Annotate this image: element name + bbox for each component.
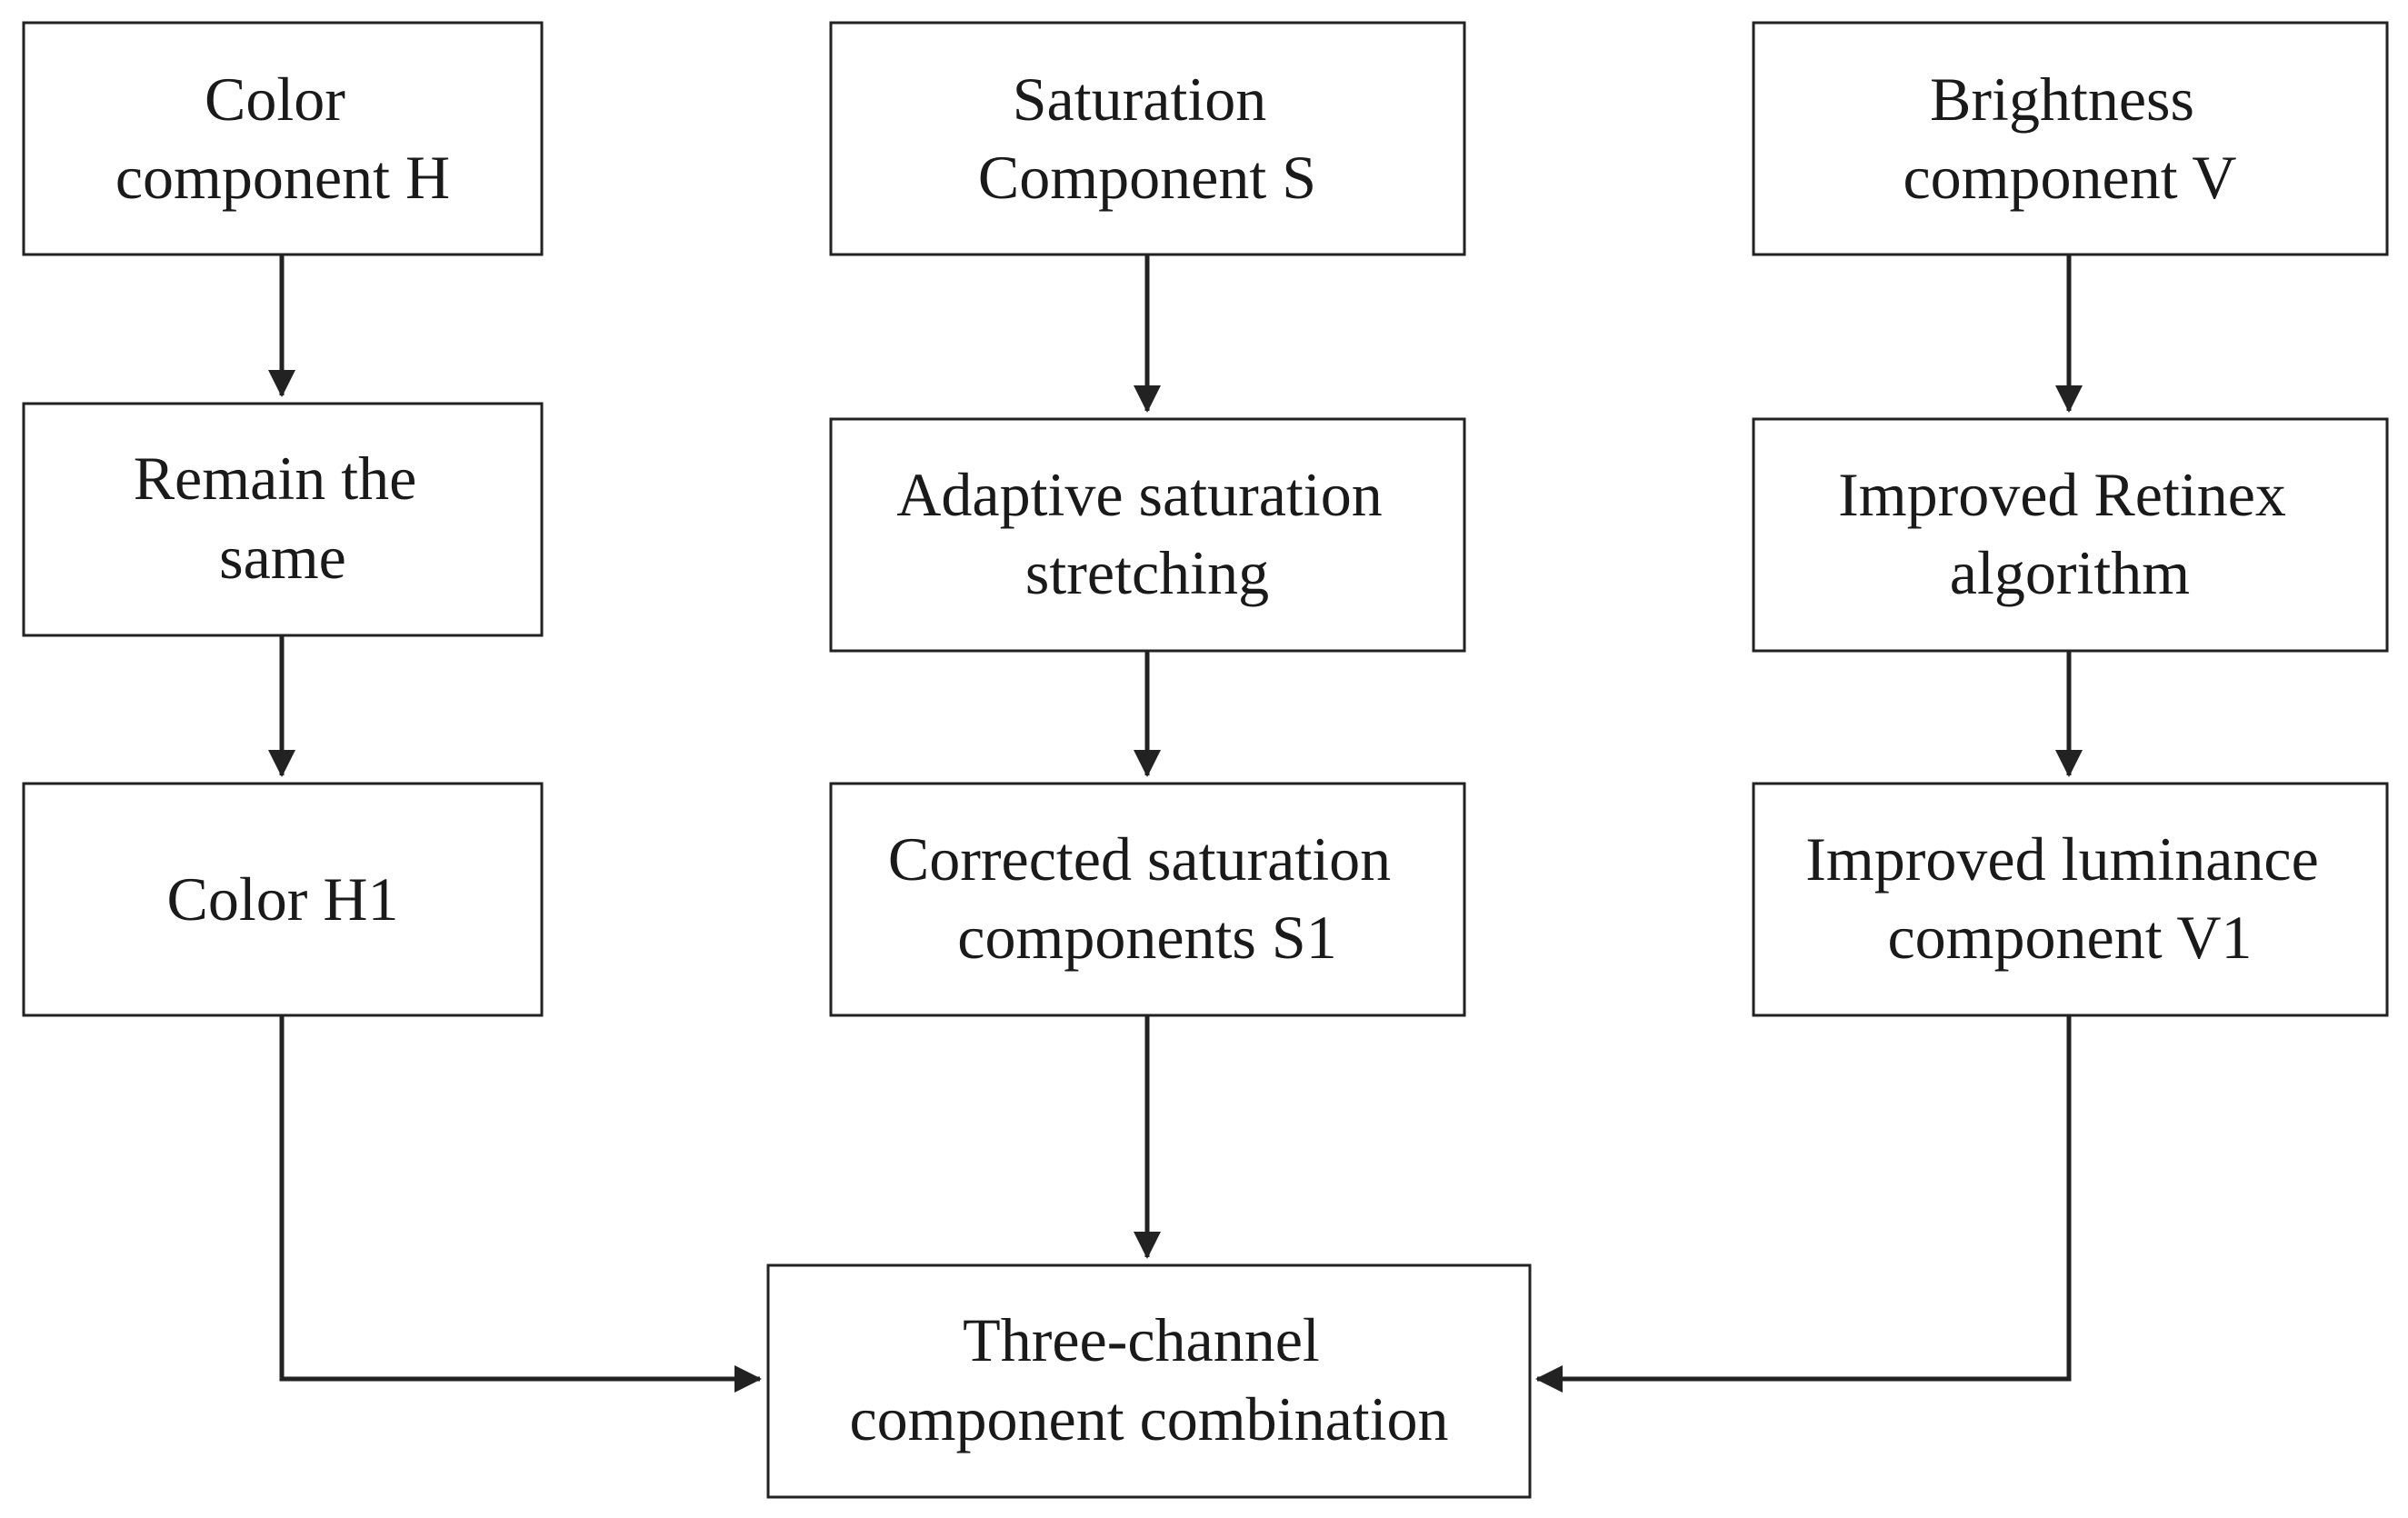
- node-text-line: Saturation: [1013, 65, 1267, 134]
- node-color-h1: Color H1: [22, 782, 544, 1017]
- node-text-line: Improved Retinex: [1838, 460, 2286, 529]
- node-text-line: component V: [1903, 143, 2236, 212]
- svg-text:Improved luminance compo: Improved luminance component V1: [1805, 824, 2334, 972]
- svg-text:Color component H: Color component H: [115, 65, 450, 212]
- svg-text:Color H1: Color H1: [167, 864, 399, 934]
- svg-text:Saturation Component S: Saturation Component S: [978, 65, 1316, 212]
- node-text-line: component V1: [1887, 903, 2252, 972]
- node-adaptive-saturation-stretching: Adaptive saturation stretching: [829, 417, 1466, 653]
- node-improved-retinex-algorithm: Improved Retinex algorithm: [1752, 417, 2389, 653]
- node-text-line: component H: [115, 143, 450, 212]
- node-saturation-component-s: Saturation Component S: [829, 21, 1466, 256]
- node-text-line: component combination: [849, 1384, 1448, 1453]
- svg-text:Three-channel component: Three-channel component combination: [849, 1305, 1448, 1453]
- node-text-line: Three-channel: [963, 1305, 1320, 1374]
- node-text-line: Corrected saturation: [888, 824, 1391, 894]
- node-color-component-h: Color component H: [22, 21, 544, 256]
- svg-text:Adaptive saturation stre: Adaptive saturation stretching: [896, 460, 1397, 607]
- node-text-line: Remain the: [134, 444, 417, 513]
- node-text-line: Adaptive saturation: [896, 460, 1382, 529]
- svg-text:Corrected saturation com: Corrected saturation components S1: [888, 824, 1406, 972]
- node-text-line: components S1: [957, 903, 1336, 972]
- arrow-v1-to-combine: [1534, 1015, 2072, 1393]
- node-corrected-saturation-s1: Corrected saturation components S1: [829, 782, 1466, 1017]
- node-text-line: Color H1: [167, 864, 399, 934]
- arrow-h1-to-combine: [279, 1015, 763, 1393]
- node-text-line: Brightness: [1930, 65, 2194, 134]
- connectors: [268, 255, 2083, 1393]
- svg-text:Improved Retinex algorit: Improved Retinex algorithm: [1838, 460, 2302, 607]
- node-text-line: Color: [205, 65, 345, 134]
- svg-text:Remain the same: Remain the same: [134, 444, 433, 592]
- node-text-line: stretching: [1025, 538, 1269, 607]
- node-text-line: same: [219, 523, 346, 592]
- node-improved-luminance-v1: Improved luminance component V1: [1752, 782, 2389, 1017]
- svg-text:Brightness component V: Brightness component V: [1903, 65, 2236, 212]
- node-brightness-component-v: Brightness component V: [1752, 21, 2389, 256]
- node-text-line: Component S: [978, 143, 1316, 212]
- node-three-channel-combination: Three-channel component combination: [766, 1263, 1532, 1499]
- node-text-line: Improved luminance: [1805, 824, 2319, 894]
- node-remain-the-same: Remain the same: [22, 402, 544, 637]
- node-text-line: algorithm: [1950, 538, 2190, 607]
